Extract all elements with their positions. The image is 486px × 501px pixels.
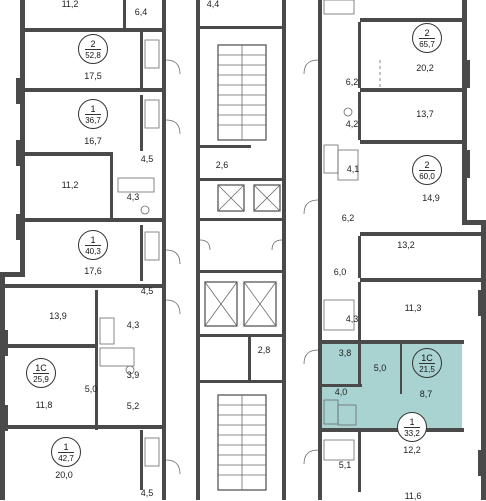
room-area: 13,9 <box>49 311 67 321</box>
apartment-rooms: 2 <box>424 27 430 38</box>
apartment-badge[interactable]: 1 40,3 <box>78 230 108 260</box>
room-area: 17,5 <box>84 71 102 81</box>
room-area: 4,2 <box>345 119 359 129</box>
apartment-total-area: 65,7 <box>419 37 435 49</box>
apartment-rooms: 1 <box>63 441 69 452</box>
apartment-rooms: 2 <box>424 159 430 170</box>
apartment-badge[interactable]: 1С 25,9 <box>26 358 56 388</box>
room-area: 11,2 <box>61 0 79 9</box>
room-area: 4,5 <box>140 154 154 164</box>
apartment-total-area: 60,0 <box>419 169 435 181</box>
apartment-total-area: 52,8 <box>85 48 101 60</box>
apartment-rooms: 1С <box>421 352 433 363</box>
room-area: 5,2 <box>126 401 140 411</box>
room-area: 12,2 <box>403 445 421 455</box>
room-area: 20,2 <box>416 63 434 73</box>
apartment-badge[interactable]: 1 33,2 <box>397 412 427 442</box>
room-area: 4,5 <box>140 488 154 498</box>
room-area: 11,3 <box>404 303 422 313</box>
room-area: 16,7 <box>84 136 102 146</box>
room-area: 4,3 <box>126 320 140 330</box>
room-area: 6,2 <box>345 77 359 87</box>
room-area: 5,0 <box>373 363 387 373</box>
room-area: 4,3 <box>126 192 140 202</box>
room-area: 13,2 <box>397 240 415 250</box>
apartment-total-area: 33,2 <box>404 426 420 438</box>
door-swings <box>165 59 319 475</box>
apartment-total-area: 42,7 <box>58 451 74 463</box>
apartment-rooms: 2 <box>90 38 96 49</box>
apartment-total-area: 40,3 <box>85 244 101 256</box>
room-area: 11,8 <box>35 400 53 410</box>
room-area: 4,0 <box>334 387 348 397</box>
room-area: 3,8 <box>338 348 352 358</box>
room-area: 4,3 <box>345 314 359 324</box>
room-area: 8,7 <box>419 389 433 399</box>
room-area: 11,6 <box>404 491 422 501</box>
apartment-badge[interactable]: 2 60,0 <box>412 155 442 185</box>
apartment-badge[interactable]: 2 52,8 <box>78 34 108 64</box>
room-area: 5,1 <box>338 460 352 470</box>
apartment-badge[interactable]: 2 65,7 <box>412 23 442 53</box>
apartment-total-area: 25,9 <box>33 372 49 384</box>
apartment-badge[interactable]: 1 42,7 <box>51 437 81 467</box>
central-core <box>196 0 286 500</box>
apartment-total-area: 36,7 <box>85 113 101 125</box>
room-area: 2,6 <box>215 160 229 170</box>
room-area: 13,7 <box>416 109 434 119</box>
room-area: 5,0 <box>84 384 98 394</box>
apartment-rooms: 1 <box>90 234 96 245</box>
room-area: 6,2 <box>341 213 355 223</box>
apartment-rooms: 1 <box>409 416 415 427</box>
room-area: 2,8 <box>257 345 271 355</box>
room-area: 11,2 <box>61 180 79 190</box>
apartment-total-area: 21,5 <box>419 362 435 374</box>
room-area: 20,0 <box>55 470 73 480</box>
apartment-badge-highlighted[interactable]: 1С 21,5 <box>412 348 442 378</box>
room-area: 6,4 <box>134 7 148 17</box>
room-area: 17,6 <box>84 266 102 276</box>
room-area: 14,9 <box>422 193 440 203</box>
room-area: 4,1 <box>346 164 360 174</box>
apartment-rooms: 1 <box>90 103 96 114</box>
apartment-badge[interactable]: 1 36,7 <box>78 99 108 129</box>
right-block-walls <box>318 0 486 500</box>
left-block-walls <box>0 0 166 500</box>
room-area: 6,0 <box>333 267 347 277</box>
room-area: 4,4 <box>206 0 220 9</box>
left-block-fixtures <box>99 39 160 467</box>
apartment-rooms: 1С <box>35 362 47 373</box>
room-area: 4,5 <box>140 286 154 296</box>
room-area: 3,9 <box>126 370 140 380</box>
right-block-fixtures <box>323 0 381 461</box>
